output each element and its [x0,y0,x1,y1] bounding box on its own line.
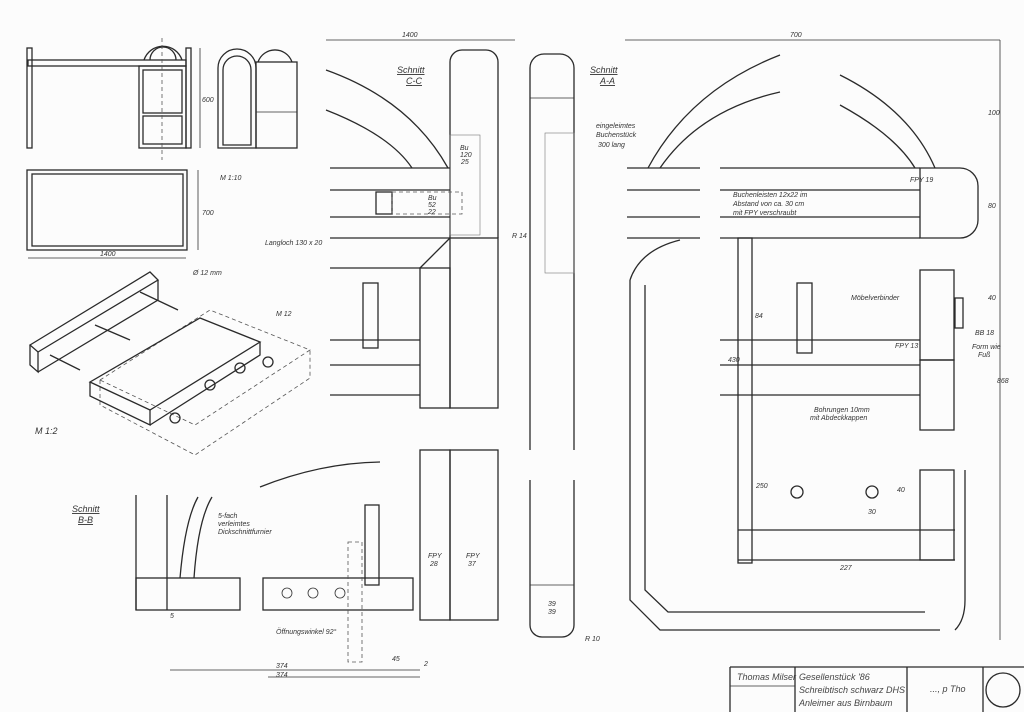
dim-2: 2 [423,661,428,668]
plan-view [26,169,199,259]
fpy19-label: FPY 19 [910,177,933,184]
dim-39: 39 [548,601,556,608]
bu120-label: 120 [460,152,472,159]
section-b-b-id: B-B [78,515,93,525]
section-c-c-id: C-C [406,76,422,86]
buchenleisten-note: mit FPY verschraubt [733,210,797,217]
dim-5: 5 [170,613,174,620]
buchenstueck-note: Buchenstück [596,132,637,139]
radius-10-label: R 10 [585,636,600,643]
buchenleisten-note: Buchenleisten 12x22 im [733,192,807,199]
form-fuss-note: Fuß [978,352,990,359]
dim-39: 39 [548,609,556,616]
buchenleisten-note: Abstand von ca. 30 cm [732,201,804,208]
labels: Schnitt C-C Schnitt A-A Schnitt B-B M 1:… [35,32,1009,708]
dim-374a: 374 [276,663,288,670]
bu52-label: 22 [427,209,436,216]
front-view [26,38,201,160]
oeffnungswinkel-note: Öffnungswinkel 92° [276,628,337,636]
section-a-a-title: Schnitt [590,65,618,75]
section-a-a [529,53,575,638]
fpy37-label: 37 [468,561,477,568]
buchenstueck-note: eingeleimtes [596,123,636,130]
title-line-3: Anleimer aus Birnbaum [798,698,893,708]
dim-40b: 40 [897,487,905,494]
furnier-note: Dickschnittfurnier [218,529,272,536]
dim-height: 600 [202,97,214,104]
title-line-1: Gesellenstück '86 [799,672,870,682]
buchenstueck-note: 300 lang [598,142,625,149]
fpy37-label: FPY [466,553,481,560]
dim-plan-depth: 700 [202,210,214,217]
bu52-label: 52 [428,202,436,209]
dim-700-top: 700 [790,32,802,39]
form-fuss-note: Form wie [972,344,1001,351]
dim-250: 250 [755,483,768,490]
furnier-note: verleimtes [218,521,250,528]
dim-84: 84 [755,313,763,320]
dim-868: 868 [997,378,1009,385]
title-block [729,666,1024,712]
dim-45: 45 [392,656,400,663]
section-c-c [325,49,499,621]
fpy13-label: FPY 13 [895,343,918,350]
dim-430: 430 [728,357,740,364]
dim-100: 100 [988,110,1000,117]
dim-227: 227 [839,565,853,572]
dim-374b: 374 [276,672,288,679]
title-line-2: Schreibtisch schwarz DHS [799,685,905,695]
furnier-note: 5-fach [218,513,238,520]
bolt-diameter-label: Ø 12 mm [192,270,222,277]
moebelverbinder-note: Möbelverbinder [851,295,900,302]
dim-1400-top: 1400 [402,32,418,39]
scale-detail: M 1:2 [35,426,58,436]
scale-overview: M 1:10 [220,175,242,182]
guild-stamp-icon [985,672,1021,708]
isometric-bolt-detail [28,271,311,456]
section-c-c-title: Schnitt [397,65,425,75]
dim-80: 80 [988,203,996,210]
elevation-right [627,54,979,631]
section-a-a-id: A-A [599,76,615,86]
fpy28-label: 28 [429,561,438,568]
thread-label: M 12 [276,311,292,318]
dimension-lines-top [326,39,1001,640]
dim-plan-width: 1400 [100,251,116,258]
signature: ..., p Tho [930,684,966,694]
bu52-label: Bu [428,195,437,202]
bu120-label: Bu [460,145,469,152]
bu120-label: 25 [460,159,469,166]
radius-14-label: R 14 [512,233,527,240]
dim-30: 30 [868,509,876,516]
section-b-b-title: Schnitt [72,504,100,514]
bohrungen-note: Bohrungen 10mm [814,407,870,414]
langloch-note: Langloch 130 x 20 [265,240,322,247]
dim-40: 40 [988,295,996,302]
bohrungen-note: mit Abdeckkappen [810,415,867,422]
author-name: Thomas Milser [737,672,797,682]
fpy28-label: FPY [428,553,443,560]
bb18-label: BB 18 [975,330,994,337]
section-b-b [135,461,420,678]
side-view [217,48,298,149]
